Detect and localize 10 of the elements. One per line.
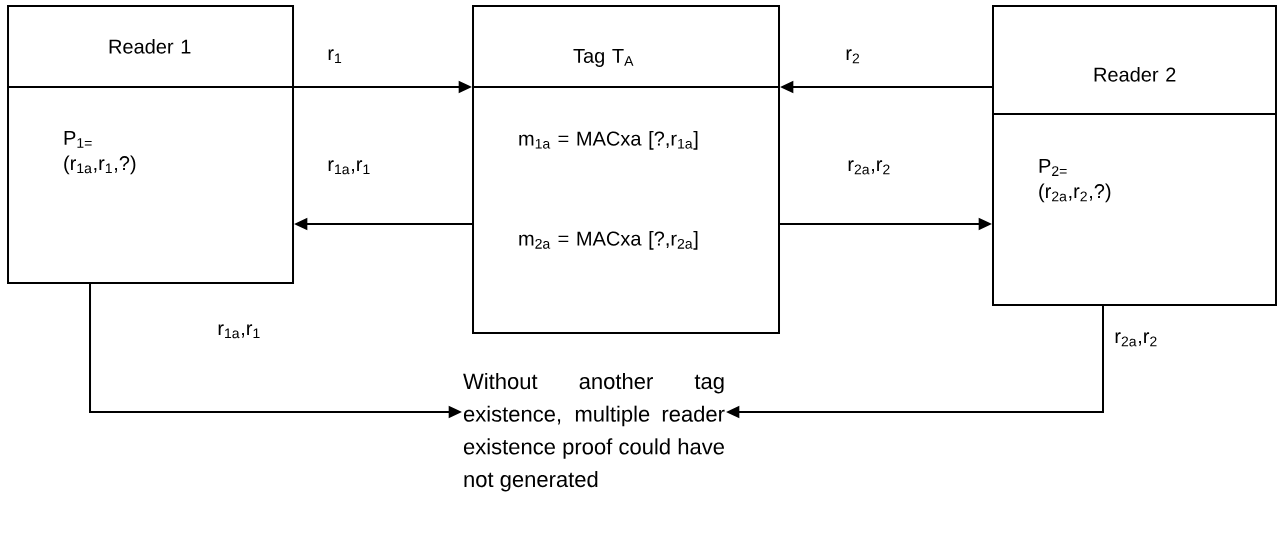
edge-label: r$_{2a}$,r$_{2}$ bbox=[846, 159, 893, 176]
conclusion-text: Without another tag existence, multiple reader existence proof could have not generated bbox=[463, 373, 725, 492]
process-box: Reader 1 P$_{1=}$ (r$_{1a}$,r$_{1}$,?) bbox=[6, 5, 294, 284]
edge-label: r$_{1a}$,r$_{1}$ bbox=[326, 159, 373, 176]
process-box: Reader 2 P$_{2=}$ (r$_{2a}$,r$_{2}$,?) bbox=[991, 5, 1277, 306]
edge-label: r$_{2a}$,r$_{2}$ bbox=[1113, 331, 1160, 348]
edge-label: r$_{1a}$,r$_{1}$ bbox=[216, 323, 263, 340]
edge-label: r$_{2}$ bbox=[844, 48, 862, 65]
process-box: Tag T$_{A}$ m$_{1a}$ = MACxa [?,r$_{1a}$] m$_{2a}$ = MACxa [?,r$_{2a}$] bbox=[471, 5, 780, 334]
edge-label: r$_{1}$ bbox=[326, 48, 344, 65]
